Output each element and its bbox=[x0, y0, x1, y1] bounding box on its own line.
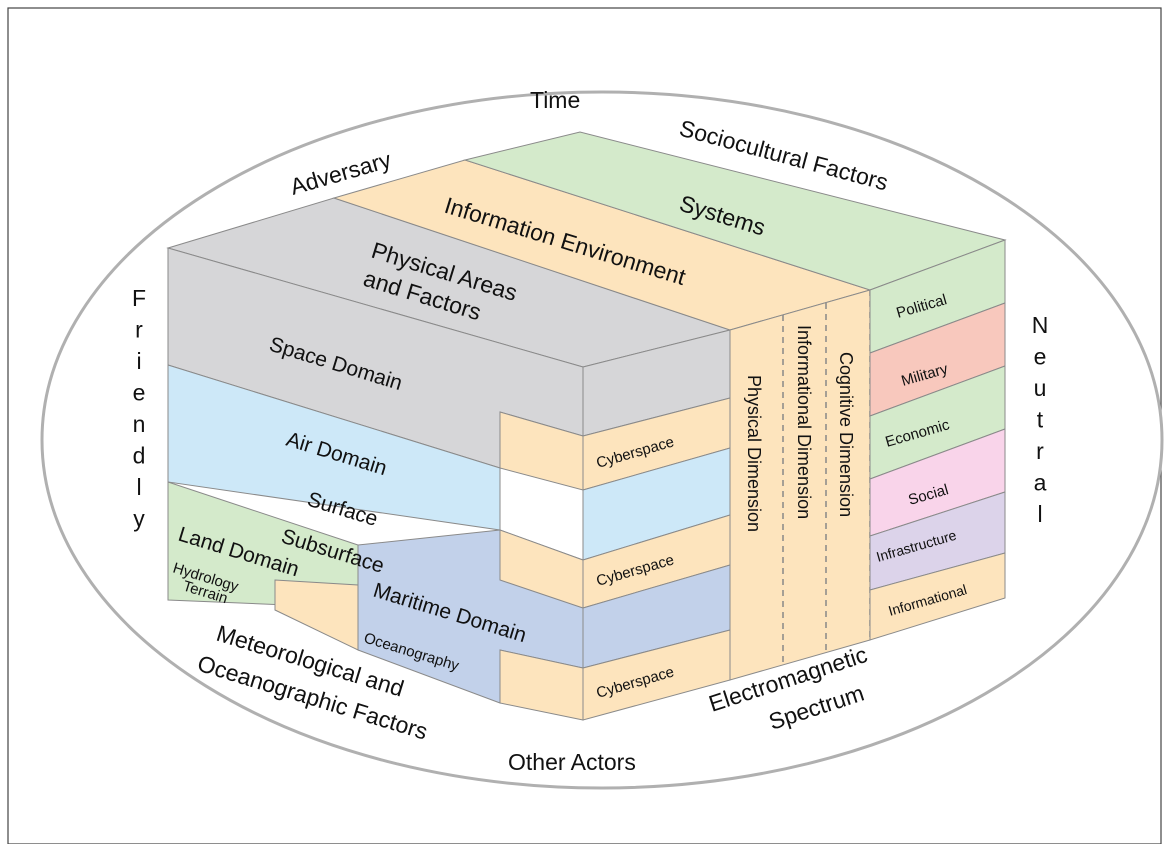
neutral-letter-0: N bbox=[1032, 312, 1049, 338]
friendly-letter-4: n bbox=[133, 411, 146, 437]
friendly-letter-5: d bbox=[133, 443, 146, 469]
front-land-cyberspace-notch bbox=[274, 579, 359, 651]
neutral-letter-6: l bbox=[1037, 501, 1042, 527]
neutral-letter-3: t bbox=[1037, 407, 1044, 433]
neutral-letter-4: r bbox=[1036, 438, 1044, 464]
neutral-letter-2: u bbox=[1034, 375, 1047, 401]
other-actors-label: Other Actors bbox=[508, 749, 636, 775]
physical-dimension-label: Physical Dimension bbox=[744, 375, 764, 532]
friendly-letter-1: r bbox=[135, 317, 143, 343]
neutral-letter-1: e bbox=[1034, 344, 1047, 370]
friendly-letter-0: F bbox=[132, 285, 146, 311]
friendly-letter-2: i bbox=[136, 348, 141, 374]
friendly-letter-7: y bbox=[133, 506, 145, 532]
neutral-letter-5: a bbox=[1034, 470, 1047, 496]
friendly-letter-6: l bbox=[136, 474, 141, 500]
cognitive-dimension-label: Cognitive Dimension bbox=[836, 352, 856, 517]
friendly-letter-3: e bbox=[133, 380, 146, 406]
systems-informational-cell bbox=[869, 552, 1006, 641]
time-label: Time bbox=[530, 87, 580, 113]
informational-dimension-label: Informational Dimension bbox=[794, 325, 814, 519]
